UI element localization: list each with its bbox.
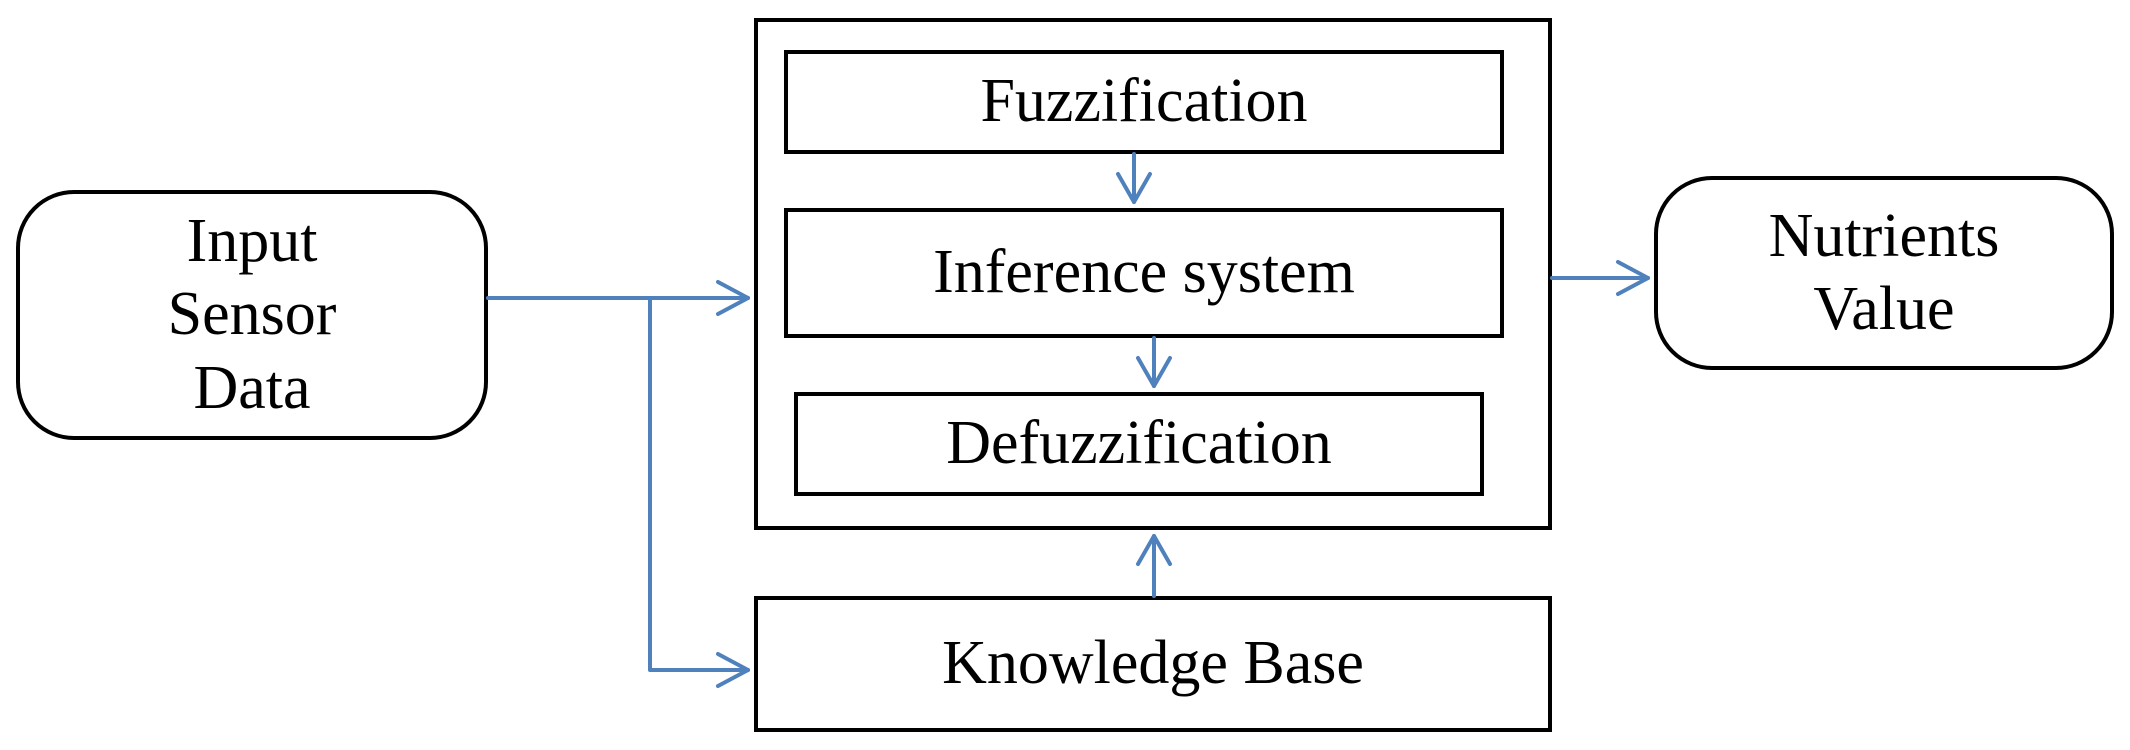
defuzzification-label: Defuzzification xyxy=(946,409,1332,478)
edge-fuzzy-engine-to-output xyxy=(1550,260,1650,296)
nutrients-value-node: Nutrients Value xyxy=(1654,176,2114,370)
edge-knowledge-base-to-fuzzy-engine xyxy=(1136,534,1172,598)
knowledge-base-label: Knowledge Base xyxy=(942,629,1364,698)
arrowhead-icon xyxy=(716,652,750,688)
output-node-line-2: Value xyxy=(1813,275,1955,343)
input-sensor-data-node: Input Sensor Data xyxy=(16,190,488,440)
input-node-line-1: Input xyxy=(186,207,318,276)
edge-input-to-fuzzy-engine xyxy=(486,280,750,316)
input-node-line-2: Sensor xyxy=(167,280,337,349)
edge-line xyxy=(648,296,750,672)
edge-inference-to-defuzzification xyxy=(1136,336,1172,388)
fuzzification-node: Fuzzification xyxy=(784,50,1504,154)
edge-fuzzification-to-inference xyxy=(1116,152,1152,204)
arrowhead-icon xyxy=(1136,534,1172,566)
defuzzification-node: Defuzzification xyxy=(794,392,1484,496)
inference-system-label: Inference system xyxy=(933,238,1355,307)
edge-input-to-knowledge-base xyxy=(648,296,750,688)
arrowhead-icon xyxy=(1116,172,1152,204)
input-node-line-3: Data xyxy=(193,353,311,422)
output-node-line-1: Nutrients xyxy=(1768,201,2000,270)
arrowhead-icon xyxy=(1616,260,1650,296)
arrowhead-icon xyxy=(716,280,750,316)
arrowhead-icon xyxy=(1136,356,1172,388)
knowledge-base-node: Knowledge Base xyxy=(754,596,1552,732)
inference-system-node: Inference system xyxy=(784,208,1504,338)
fuzzification-label: Fuzzification xyxy=(980,67,1308,136)
